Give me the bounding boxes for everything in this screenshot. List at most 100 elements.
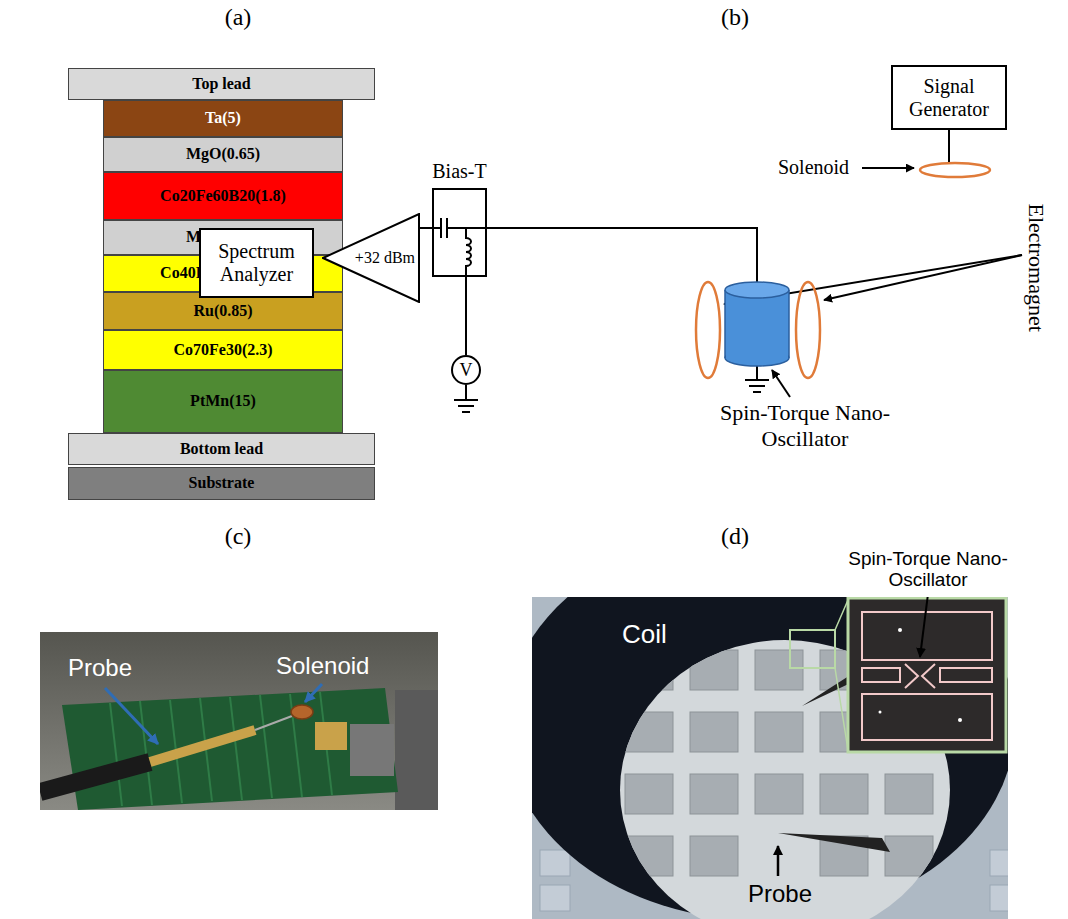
device-pattern: [862, 612, 992, 740]
bright-field: [620, 640, 950, 919]
part-label: Solenoid: [778, 156, 849, 179]
figure-part: [625, 774, 673, 814]
cylinder-top: [725, 282, 789, 298]
box-text: Top lead: [192, 75, 251, 93]
ground-symbol: [745, 366, 769, 392]
panel-label: (c): [225, 523, 252, 551]
setup-photo: [40, 632, 438, 810]
panel-label-holder: (c): [225, 523, 252, 551]
film-layer: Ta(5): [103, 100, 343, 137]
microscope-photo: [532, 597, 1008, 919]
photo-label: Probe: [68, 654, 132, 682]
box-text: Co70Fe30(2.3): [173, 341, 272, 359]
leader-arrow: [920, 597, 928, 657]
panel-label-holder: (a): [225, 4, 252, 32]
figure-part: [905, 664, 935, 688]
figure-part: [820, 774, 868, 814]
connector-nut: [350, 724, 394, 776]
leader-arrow: [862, 167, 914, 169]
leader-arrow: [772, 370, 790, 397]
lead-layer: Top lead: [68, 68, 375, 100]
panel-label-holder: (b): [721, 4, 749, 32]
figure-part: [260, 695, 272, 798]
probe-handle: [40, 762, 150, 792]
leader-arrow: [724, 255, 1022, 304]
box-text: Substrate: [189, 474, 255, 492]
figure-part: [862, 694, 992, 740]
figure-part: [140, 701, 152, 805]
figure-part: [690, 836, 738, 876]
photo-label-holder: Spin-Torque Nano-Oscillator: [843, 548, 1013, 590]
circuit: [432, 130, 1022, 412]
box-text: PtMn(15): [190, 392, 256, 410]
figure-part: [540, 850, 570, 876]
electromagnet-coil: [696, 282, 720, 378]
inset-frame: [848, 598, 1006, 752]
photo-ground: [40, 632, 438, 810]
leader-arrow: [305, 684, 322, 702]
panel-label: (d): [721, 523, 749, 551]
part-label-holder: Spin-Torque Nano-Oscillator: [695, 400, 915, 452]
figure-part: [885, 774, 933, 814]
voltmeter-circle: V: [451, 355, 481, 385]
box-text: V: [460, 360, 473, 381]
figure-part: [879, 711, 882, 714]
box-heading: Bias-T: [432, 160, 486, 183]
wire: [948, 130, 950, 163]
electromagnet-coil: [796, 282, 820, 378]
photo-label-holder: Coil: [622, 620, 667, 650]
circuit-board: [62, 688, 398, 810]
panel-label-holder: (d): [721, 523, 749, 551]
probe-needle: [778, 833, 890, 852]
figure-part: [625, 650, 673, 690]
box-text: Co20Fe60B20(1.8): [160, 187, 286, 205]
box-text: Bottom lead: [180, 440, 263, 458]
figure-part: [885, 836, 933, 876]
cylinder-side: [725, 290, 789, 358]
figure-part: [690, 774, 738, 814]
film-layer: MgO(0.65): [103, 137, 343, 172]
zoom-line: [835, 600, 848, 750]
figure-part: [110, 703, 122, 806]
part-label: Electromagnet: [1023, 204, 1048, 332]
bias-tee-box: Bias-T: [432, 188, 487, 277]
instrument-box: Signal Generator: [891, 65, 1007, 130]
figure-part: [755, 650, 803, 690]
dust-dots: [879, 628, 963, 722]
figure-part: [990, 885, 1008, 911]
figure-part: [862, 668, 900, 682]
figure-part: [862, 612, 992, 660]
figure-part: [990, 850, 1008, 876]
wire: [447, 228, 757, 282]
solenoid-coil: [920, 163, 990, 177]
ground-symbol: [454, 385, 478, 412]
figure-part: [230, 697, 242, 800]
box-text: Spectrum Analyzer: [201, 240, 312, 286]
figure-part: [625, 712, 673, 752]
solenoid-coil: [291, 705, 313, 719]
figure-part: [690, 712, 738, 752]
substrate-layer: Substrate: [68, 467, 375, 500]
probe-tip: [255, 716, 292, 730]
photo-label-holder: Probe: [748, 880, 812, 908]
photo-label-holder: Solenoid: [276, 652, 369, 680]
figure-part: [625, 836, 673, 876]
connector: [315, 722, 347, 750]
box-text: Ta(5): [205, 109, 241, 127]
amplifier-triangle: +32 dBm: [322, 213, 420, 303]
photo-label: Probe: [748, 880, 812, 908]
board-traces: [110, 692, 332, 806]
figure-part: [755, 774, 803, 814]
part-label-holder: Electromagnet: [1023, 204, 1048, 332]
leader-arrow: [105, 688, 158, 744]
panel-label: (b): [721, 4, 749, 32]
capacitor-plate: [440, 218, 442, 238]
box-text: +32 dBm: [355, 249, 415, 267]
box-text: Ru(0.85): [193, 302, 252, 320]
figure-part: [540, 885, 570, 911]
film-layer: Co20Fe60B20(1.8): [103, 172, 343, 220]
wire: [465, 277, 467, 355]
box-text: MgO(0.65): [186, 145, 260, 163]
probe-shaft: [150, 730, 255, 762]
